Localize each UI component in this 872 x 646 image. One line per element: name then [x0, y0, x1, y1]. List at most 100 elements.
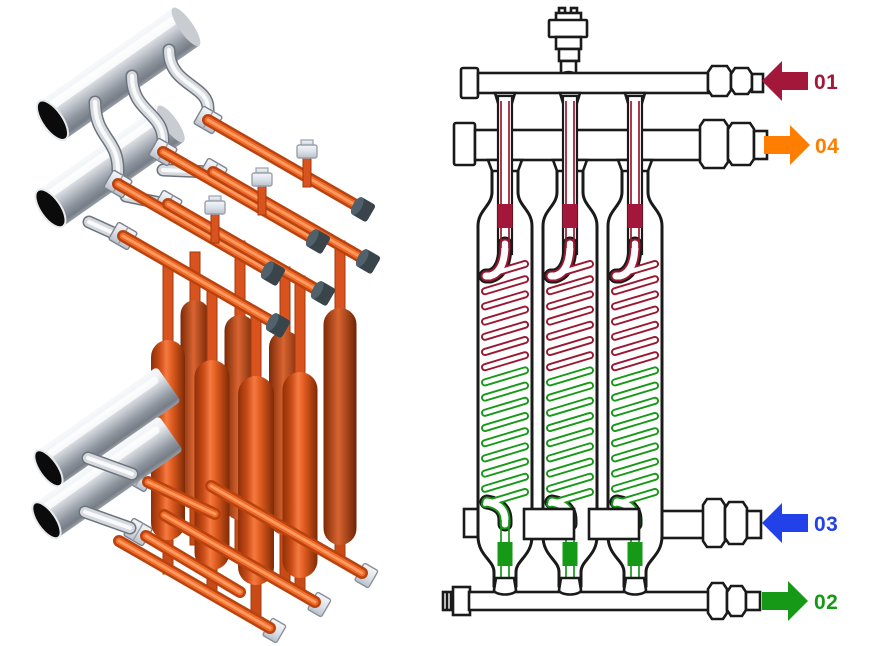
coil-strand-highlight	[482, 322, 528, 339]
port03-arrow-icon	[762, 503, 808, 543]
port-annotations: 01 04 03 02	[762, 61, 839, 621]
orange-pipe	[209, 484, 364, 575]
orange-pipe	[146, 480, 217, 516]
coil-strand-highlight	[547, 383, 593, 400]
coil-strand-highlight	[547, 444, 593, 461]
port04-label: 04	[815, 135, 839, 158]
coil-strand-highlight	[612, 368, 658, 385]
hex-bolt-icon	[296, 139, 318, 159]
hot-square-marker	[562, 204, 578, 228]
vent-bolts	[204, 139, 318, 244]
port04-arrow-icon	[764, 125, 810, 165]
coil-strand-highlight	[547, 307, 593, 324]
cold-square-marker	[562, 542, 578, 566]
coil-strand-highlight	[482, 398, 528, 415]
orange-header-pipes	[112, 114, 370, 329]
orange-pipe	[117, 539, 272, 630]
bottom-flange	[557, 576, 583, 596]
coil-strand-highlight	[612, 307, 658, 324]
coil-strand-highlight	[612, 383, 658, 400]
port03-label: 03	[814, 513, 838, 536]
vessel-cylinder	[323, 308, 357, 545]
coil-strand-highlight	[482, 459, 528, 476]
shell-connector-block	[587, 507, 641, 541]
bottom-flanges	[492, 576, 648, 596]
bottom-flange	[492, 576, 518, 596]
manifold-port02	[441, 581, 762, 621]
coil-strand-highlight	[547, 398, 593, 415]
coil-strand-highlight	[482, 444, 528, 461]
coil-strand-highlight	[482, 383, 528, 400]
orange-pipe	[211, 170, 366, 261]
dark-end-cap-icon	[310, 281, 336, 306]
coil-strand-highlight	[547, 459, 593, 476]
orange-pipe	[206, 118, 361, 209]
manifold-port03	[462, 497, 763, 549]
coil-strand-highlight	[547, 277, 593, 294]
vessel-top-stub	[206, 286, 218, 371]
inner-tube	[561, 94, 579, 256]
inner-tube	[496, 94, 514, 256]
coil-strand-highlight	[547, 292, 593, 309]
steel-manifold-bottom-upper	[33, 368, 180, 488]
vessel-cylinder	[238, 376, 274, 585]
cold-fluid-markers	[497, 542, 643, 566]
steel-manifold-top-lower	[34, 105, 185, 229]
dark-end-cap-icon	[355, 249, 381, 274]
coil-strand-highlight	[482, 292, 528, 309]
coil-strand-highlight	[612, 398, 658, 415]
coil-strand-highlight	[482, 429, 528, 446]
union-nut	[701, 497, 727, 549]
coil-strand-highlight	[482, 413, 528, 431]
shell-connector-blocks	[522, 507, 641, 541]
port01-label: 01	[814, 71, 838, 94]
orange-pipe	[116, 182, 271, 273]
dark-end-cap-icon	[260, 261, 286, 286]
bottom-connector-pipes	[78, 451, 368, 634]
orange-pipe	[144, 534, 242, 594]
end-cap	[452, 121, 477, 167]
union-nut	[729, 66, 754, 96]
shell-connector-block	[522, 507, 576, 541]
vessel-top-stub	[162, 261, 174, 351]
vessel-cylinder	[194, 360, 230, 570]
coil-strand-highlight	[482, 337, 528, 355]
coil-strand-highlight	[547, 429, 593, 446]
coil-strand-highlight	[547, 474, 593, 491]
coil-strand-highlight	[612, 429, 658, 446]
steel-pipe	[93, 100, 120, 186]
render-3d-panel	[31, 7, 381, 644]
coil-strand-highlight	[612, 413, 658, 431]
steel-pipe	[83, 510, 132, 530]
coil-strand-highlight	[612, 474, 658, 491]
port02-label: 02	[814, 591, 838, 614]
steel-pipe	[86, 456, 134, 476]
orange-pipe	[166, 202, 321, 293]
hot-fluid-markers	[497, 204, 643, 228]
coil-strand-highlight	[482, 353, 528, 370]
union-nut	[726, 121, 756, 167]
hot-square-marker	[627, 204, 643, 228]
union-nut	[725, 584, 748, 618]
cold-square-marker	[627, 542, 643, 566]
port02-arrow-icon	[762, 581, 808, 621]
schematic-panel: 01 04 03 02	[441, 6, 839, 621]
port01-arrow-icon	[762, 61, 808, 101]
end-cap	[459, 66, 480, 100]
coil-strand-highlight	[482, 307, 528, 324]
union-nut	[698, 118, 730, 170]
union-nut	[706, 64, 733, 98]
hex-bolt-icon	[251, 167, 273, 187]
coil-strand-highlight	[547, 368, 593, 385]
hex-bolt-icon	[204, 195, 226, 215]
dark-end-cap-icon	[265, 313, 291, 338]
vessel-top-stub	[294, 275, 306, 383]
coil-strand-highlight	[612, 292, 658, 309]
orange-pipe	[161, 150, 316, 241]
orange-pipe	[121, 234, 276, 325]
steel-pipe	[167, 48, 210, 122]
coil-strand-highlight	[612, 459, 658, 476]
union-nut	[706, 581, 729, 621]
